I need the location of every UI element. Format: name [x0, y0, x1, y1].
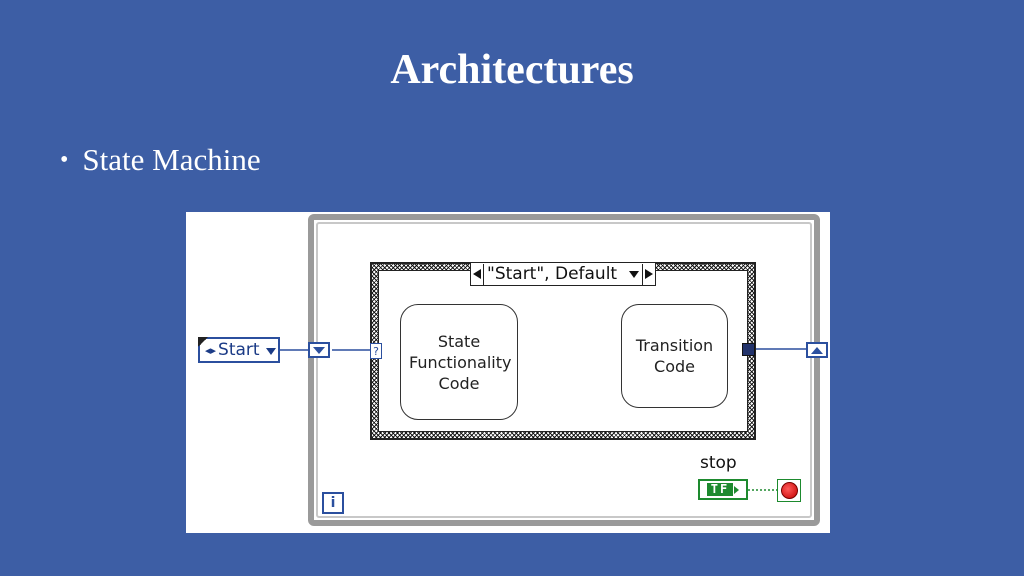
control-tag-icon	[198, 337, 208, 347]
case-selector-terminal: ?	[370, 343, 382, 359]
state-machine-diagram: "Start", Default State Functionality Cod…	[186, 212, 830, 533]
enum-control-value: Start	[218, 340, 260, 360]
transition-code-box: Transition Code	[621, 304, 728, 408]
shift-register-right	[806, 342, 828, 358]
case-selector[interactable]: "Start", Default	[470, 262, 656, 286]
state-functionality-text: State Functionality Code	[409, 331, 512, 393]
enum-increment-icon: ◂▸	[205, 343, 217, 357]
loop-condition-terminal[interactable]	[777, 479, 801, 502]
dropdown-arrow-icon[interactable]	[626, 270, 642, 278]
stop-sign-icon	[780, 482, 798, 499]
case-selector-label: "Start", Default	[487, 264, 618, 284]
state-functionality-box: State Functionality Code	[400, 304, 518, 420]
stop-boolean-terminal[interactable]: TF	[698, 479, 748, 500]
slide-title: Architectures	[390, 47, 634, 93]
bullet-dot-icon: •	[60, 147, 69, 173]
bullet-text: State Machine	[82, 142, 261, 177]
boolean-tf-text: TF	[706, 483, 734, 496]
output-tunnel	[742, 343, 755, 356]
enum-dropdown-icon	[265, 340, 276, 360]
shift-register-left	[308, 342, 330, 358]
decrement-arrow-icon[interactable]	[471, 263, 484, 285]
enum-control[interactable]: ◂▸ Start	[198, 337, 280, 363]
increment-arrow-icon[interactable]	[642, 263, 655, 285]
iteration-terminal: i	[322, 492, 344, 514]
transition-code-text: Transition Code	[635, 336, 714, 376]
bullet-item: • State Machine	[60, 142, 261, 178]
stop-label: stop	[700, 453, 737, 473]
